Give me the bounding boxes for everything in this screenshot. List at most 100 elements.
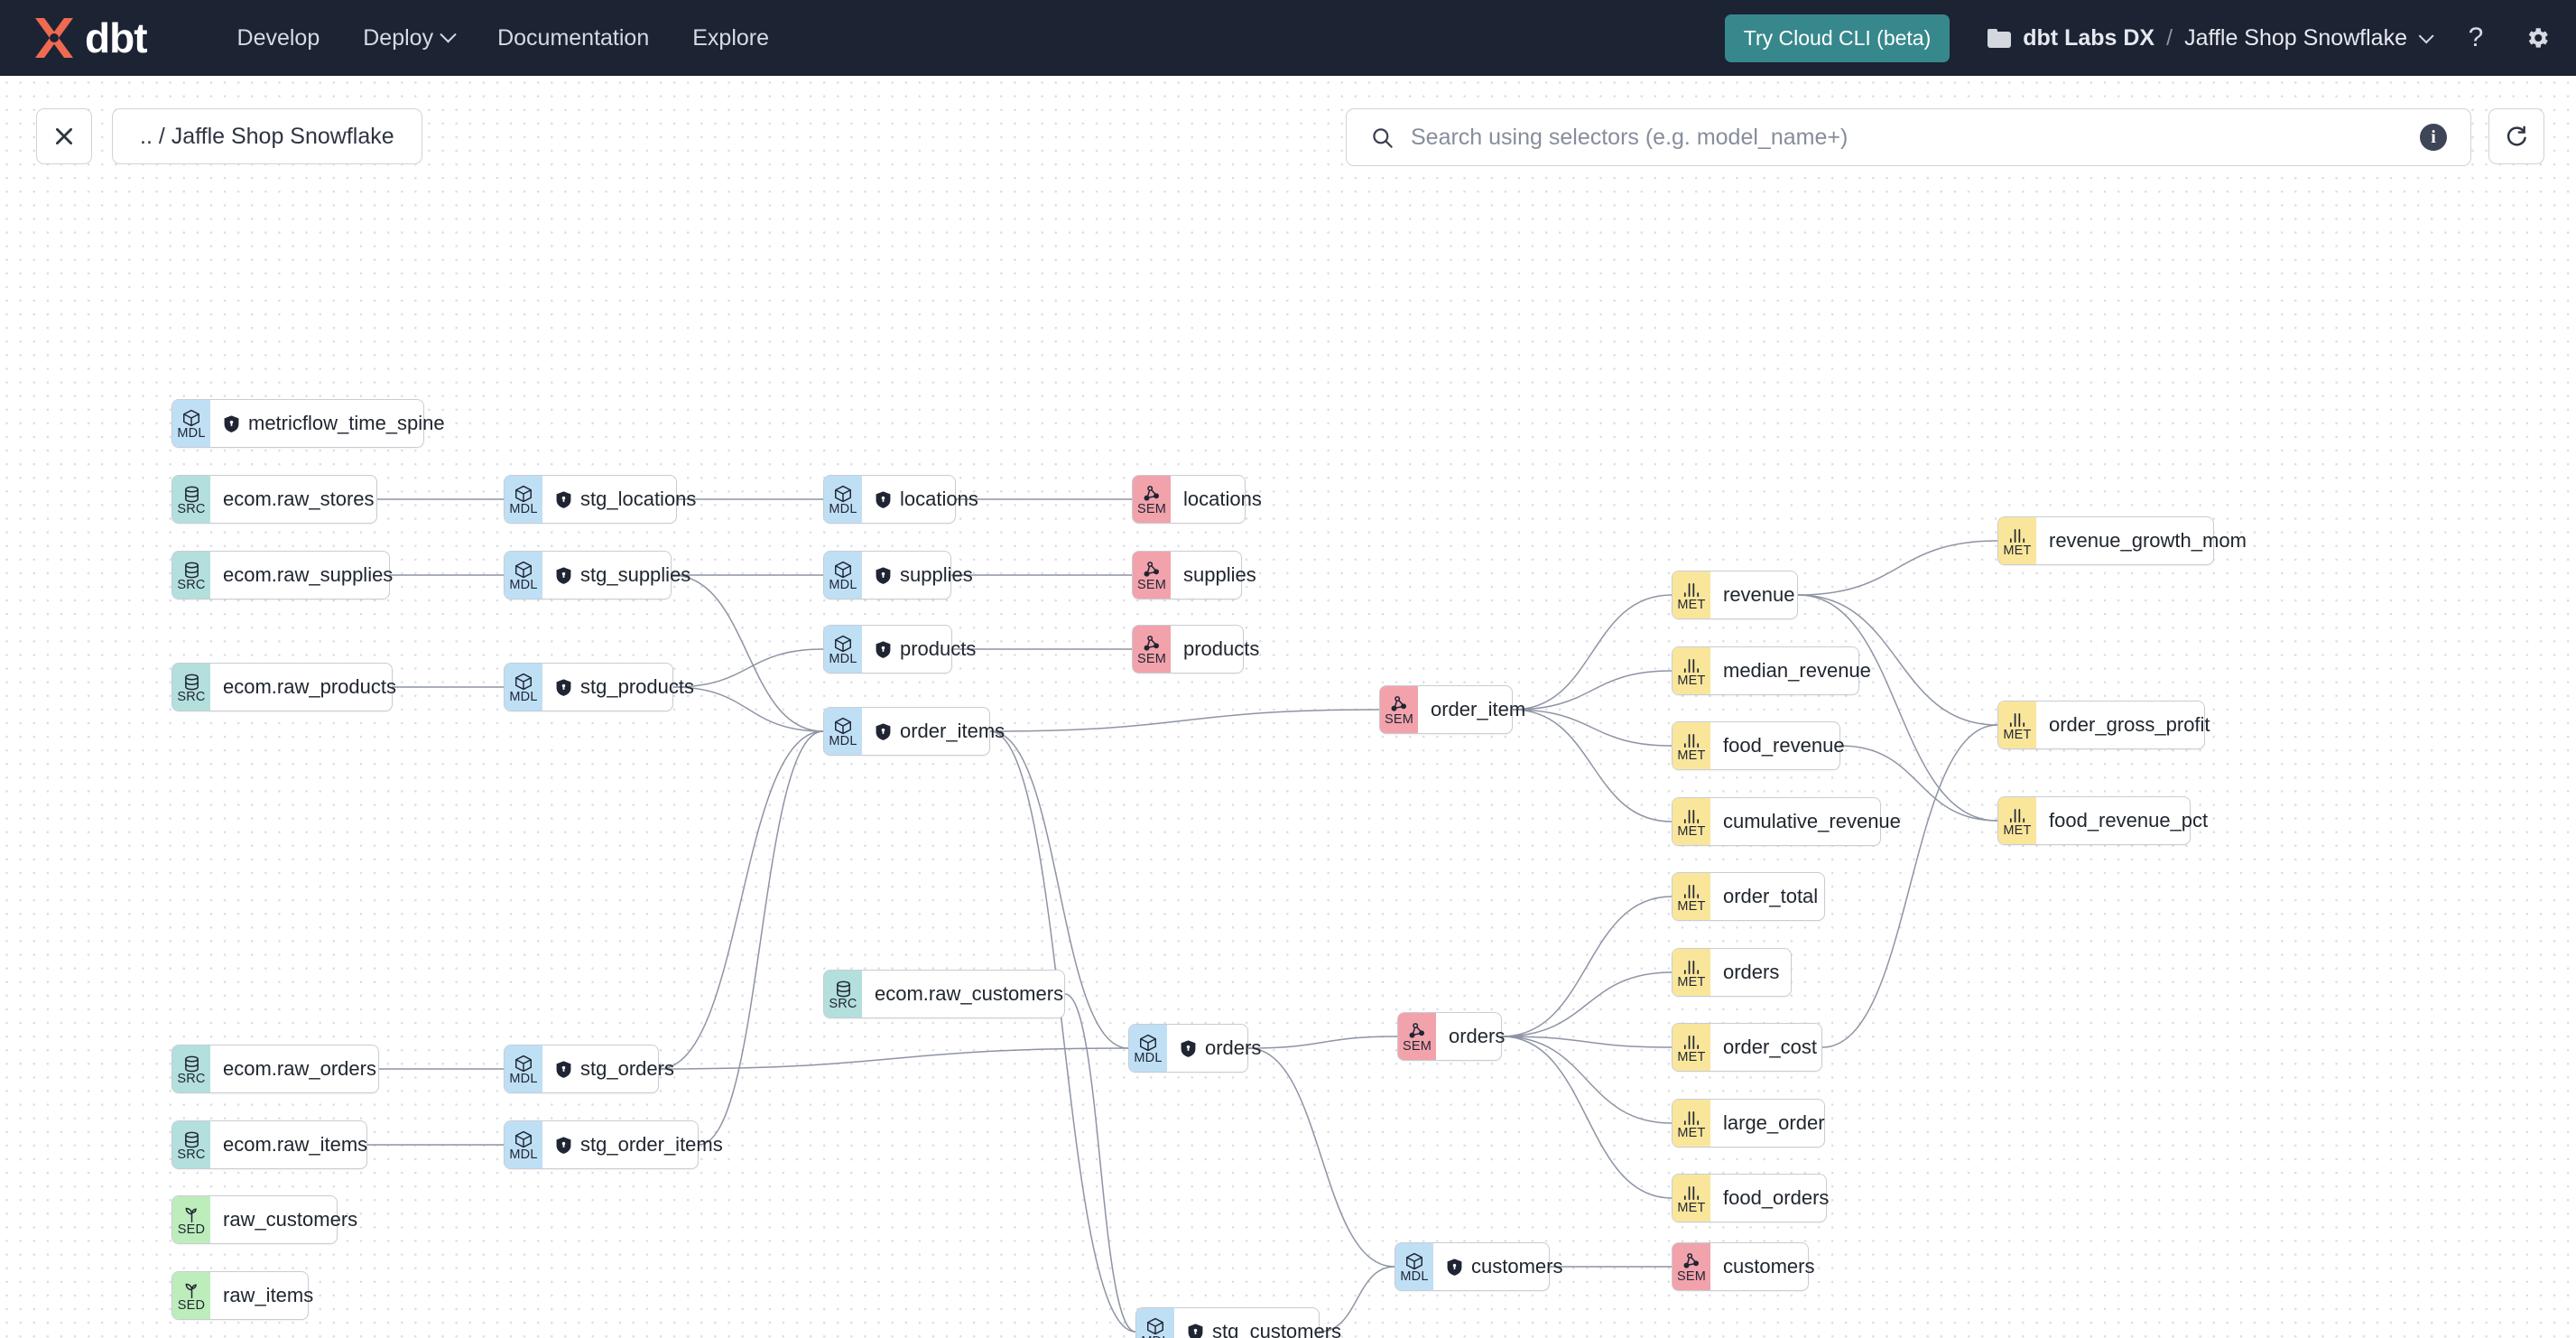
graph-node-stg_supplies[interactable]: MDL stg_supplies — [504, 551, 690, 599]
refresh-button[interactable] — [2488, 108, 2544, 164]
lineage-edge — [1501, 1036, 1673, 1199]
node-name: order_items — [900, 720, 1005, 742]
node-type-label: SEM — [1136, 502, 1167, 516]
breadcrumb-account: dbt Labs DX — [2023, 24, 2155, 51]
lineage-edge — [672, 648, 824, 688]
try-cloud-cli-button[interactable]: Try Cloud CLI (beta) — [1724, 14, 1951, 62]
gear-icon[interactable] — [2522, 23, 2553, 53]
node-label-wrap: supplies — [862, 552, 987, 599]
search-bar[interactable]: i — [1346, 108, 2471, 166]
node-type-label: MET — [1677, 598, 1706, 612]
node-label-wrap: order_item — [1418, 686, 1540, 733]
graph-node-mdl_supplies[interactable]: MDL supplies — [823, 551, 973, 599]
node-type-badge-met: MET — [1998, 797, 2036, 844]
account-project-breadcrumb[interactable]: dbt Labs DX / Jaffle Shop Snowflake — [1988, 24, 2434, 51]
node-name: metricflow_time_spine — [248, 412, 445, 434]
node-name: ecom.raw_stores — [223, 488, 375, 510]
lineage-edge — [1797, 594, 1998, 822]
nav-link-deploy[interactable]: Deploy — [341, 16, 476, 60]
refresh-icon — [2507, 125, 2526, 146]
node-name: order_item — [1431, 698, 1526, 720]
node-type-badge-mdl: MDL — [505, 552, 542, 599]
sem-icon — [1389, 695, 1409, 713]
help-icon[interactable]: ? — [2468, 23, 2484, 52]
graph-node-mdl_products[interactable]: MDL products — [823, 625, 976, 674]
met-icon — [1682, 958, 1701, 976]
nav-link-develop[interactable]: Develop — [216, 16, 342, 60]
node-name: supplies — [900, 563, 973, 586]
node-type-badge-mdl: MDL — [824, 476, 862, 523]
met-icon — [1682, 731, 1701, 749]
node-label-wrap: products — [1171, 626, 1274, 673]
met-icon — [2007, 806, 2027, 824]
node-type-badge-sem: SEM — [1133, 626, 1171, 673]
node-type-label: MDL — [1141, 1335, 1169, 1338]
lineage-edge — [1512, 709, 1673, 822]
src-icon — [182, 1130, 201, 1148]
lineage-edge — [1501, 971, 1673, 1037]
sed-icon — [182, 1205, 201, 1223]
node-type-badge-mdl: MDL — [824, 626, 862, 673]
nav-link-explore[interactable]: Explore — [671, 16, 791, 60]
search-info-icon[interactable]: i — [2420, 124, 2447, 151]
breadcrumb-chip[interactable]: .. / Jaffle Shop Snowflake — [112, 108, 422, 164]
node-type-label: MDL — [829, 578, 857, 592]
breadcrumb-chip-label: .. / Jaffle Shop Snowflake — [140, 123, 394, 149]
dbt-logo[interactable]: dbt — [31, 15, 148, 60]
nav-link-documentation[interactable]: Documentation — [476, 16, 671, 60]
node-type-badge-src: SRC — [824, 971, 862, 1017]
search-input[interactable] — [1411, 124, 2420, 151]
sem-icon — [1682, 1252, 1701, 1270]
node-name: products — [900, 637, 977, 660]
lineage-edge — [658, 730, 824, 1070]
node-type-badge-met: MET — [1673, 647, 1710, 694]
protected-shield-icon — [556, 566, 571, 584]
graph-node-mdl_order_items[interactable]: MDL order_items — [823, 707, 1005, 756]
src-icon — [182, 1055, 201, 1073]
close-button[interactable] — [36, 108, 92, 164]
node-type-badge-mdl: MDL — [824, 708, 862, 755]
lineage-edge — [698, 730, 824, 1146]
protected-shield-icon — [1447, 1258, 1462, 1276]
met-icon — [1682, 581, 1701, 599]
node-name: stg_supplies — [580, 563, 691, 586]
node-type-badge-src: SRC — [172, 1045, 210, 1092]
